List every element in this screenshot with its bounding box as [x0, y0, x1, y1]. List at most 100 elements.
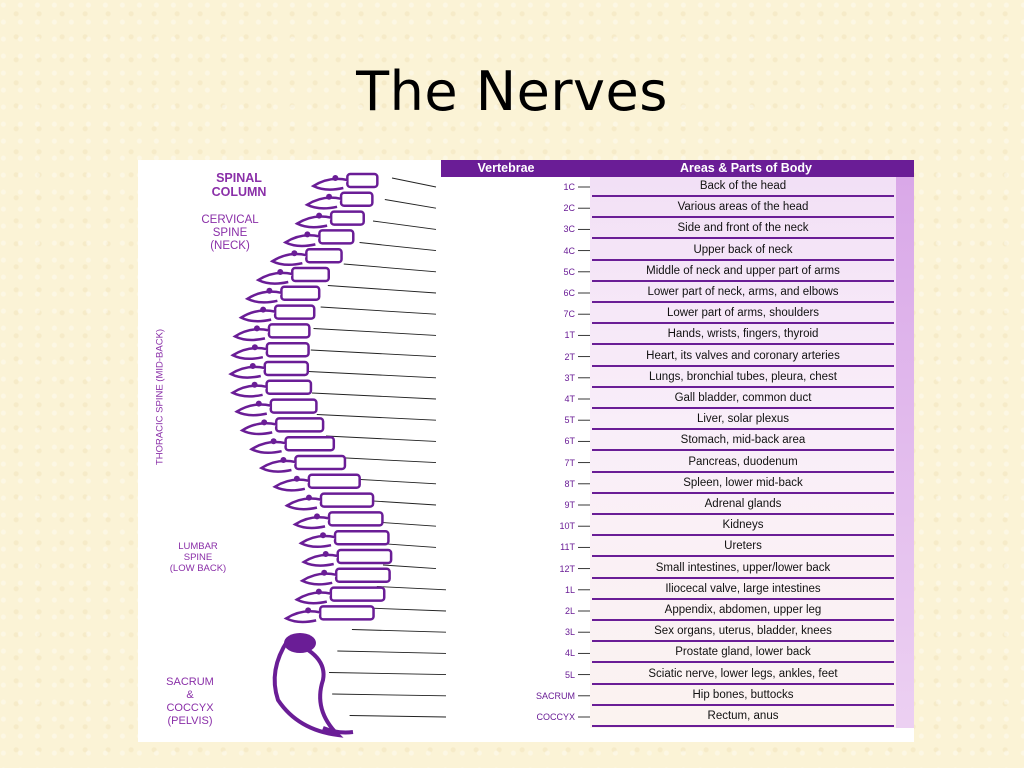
- nerve-connector-line: [391, 177, 437, 188]
- spinal-column-label-line: COLUMN: [211, 185, 267, 199]
- table-row: Upper back of neck: [592, 241, 894, 261]
- spinous-process: [228, 365, 266, 379]
- vertebra-label: 1C: [563, 182, 575, 192]
- vertebra-label: 1L: [564, 584, 575, 595]
- vertebra-label: 11T: [560, 542, 575, 553]
- table-row: Prostate gland, lower back: [592, 643, 894, 664]
- table-row: Side and front of the neck: [592, 219, 894, 240]
- spinous-process: [230, 346, 268, 361]
- facet-joint: [277, 269, 284, 275]
- spinous-process: [249, 440, 286, 455]
- nerve-connector-line: [332, 693, 447, 697]
- spinous-process: [232, 328, 270, 342]
- vertebral-body: [318, 229, 355, 245]
- table-row: Adrenal glands: [592, 495, 894, 515]
- facet-joint: [255, 400, 262, 407]
- cervical-label-line: CERVICAL: [201, 214, 259, 226]
- slide-title: The Nerves: [356, 60, 668, 123]
- spinous-process: [294, 591, 332, 605]
- facet-joint: [291, 250, 298, 257]
- vertebra-label: 4T: [564, 394, 575, 404]
- vertebra-label: COCCYX: [536, 712, 575, 722]
- table-row: Heart, its valves and coronary arteries: [592, 347, 894, 367]
- vertebra-label: 5L: [564, 669, 575, 680]
- vertebra-label: 7C: [563, 309, 575, 320]
- vertebral-body: [267, 323, 311, 339]
- nerve-connector-line: [310, 349, 437, 358]
- vertebra-label: 5C: [563, 266, 575, 277]
- table-row: Ureters: [592, 537, 894, 558]
- vertebrae-column-header: Vertebrae: [477, 161, 535, 175]
- vertebra-label: 9T: [564, 500, 575, 510]
- vertebral-body: [333, 529, 390, 546]
- vertebral-body: [291, 266, 330, 283]
- sacrum-coccyx-label: SACRUM & COCCYX (PELVIS): [146, 676, 234, 728]
- nerve-connector-line: [367, 607, 447, 612]
- vertebral-body: [265, 379, 313, 396]
- vertebra-label: 3L: [564, 627, 575, 638]
- sacral-foramen: [284, 633, 316, 653]
- spinous-process: [255, 271, 293, 285]
- cervical-spine-label: CERVICAL SPINE (NECK): [178, 214, 282, 253]
- vertebral-body: [273, 304, 316, 320]
- vertebra-label: 2T: [564, 351, 575, 362]
- table-row: Liver, solar plexus: [592, 410, 894, 431]
- nerve-connector-line: [316, 414, 437, 421]
- nerve-connector-line: [379, 543, 437, 548]
- facet-joint: [266, 287, 273, 294]
- facet-joint: [314, 513, 321, 520]
- table-body: [590, 177, 914, 728]
- nerve-connector-line: [329, 672, 447, 676]
- vertebral-body: [294, 454, 347, 471]
- nerve-connector-line: [311, 392, 437, 400]
- facet-joint: [315, 588, 322, 595]
- nerve-connector-line: [384, 199, 437, 209]
- facet-joint: [304, 231, 311, 238]
- sacrum-label-line: (PELVIS): [167, 715, 213, 727]
- nerve-connector-line: [325, 435, 437, 442]
- cervical-label-line: (NECK): [210, 240, 250, 252]
- facet-joint: [251, 344, 258, 351]
- spinal-nerve-chart: SPINAL COLUMN CERVICAL SPINE (NECK) THOR…: [138, 160, 914, 742]
- spinous-process: [310, 177, 348, 191]
- vertebra-label: 7T: [564, 457, 575, 468]
- vertebra-label: 12T: [559, 563, 575, 574]
- table-row: Hip bones, buttocks: [592, 686, 894, 706]
- table-row: Iliocecal valve, large intestines: [592, 580, 894, 600]
- table-row: Pancreas, duodenum: [592, 453, 894, 473]
- vertebral-body: [307, 473, 361, 490]
- vertebral-body: [339, 191, 374, 208]
- nerve-connector-line: [382, 564, 437, 570]
- spinous-process: [244, 290, 282, 304]
- table-row: Sciatic nerve, lower legs, ankles, feet: [592, 665, 894, 685]
- vertebra-label: 5T: [564, 415, 575, 426]
- table-row: Small intestines, upper/lower back: [592, 559, 894, 579]
- facet-joint: [251, 381, 258, 388]
- vertebra-label: 1T: [564, 330, 575, 341]
- lumbar-spine-label: LUMBAR SPINE (LOW BACK): [150, 541, 246, 574]
- facet-joint: [305, 607, 312, 614]
- spinous-process: [292, 516, 330, 530]
- nerve-connector-line: [359, 242, 437, 252]
- vertebra-label: SACRUM: [535, 690, 575, 701]
- spinous-process: [258, 459, 296, 473]
- table-header-bar: [441, 160, 914, 177]
- spinous-process: [239, 422, 277, 436]
- spinous-process: [284, 497, 322, 511]
- table-row: Middle of neck and upper part of arms: [592, 262, 894, 282]
- table-row: Lower part of neck, arms, and elbows: [592, 283, 894, 303]
- table-row: Various areas of the head: [592, 198, 894, 219]
- nerve-connector-line: [313, 328, 437, 336]
- vertebral-body: [319, 492, 375, 508]
- nerve-connector-line: [327, 285, 437, 294]
- vertebral-body: [280, 285, 321, 302]
- spinous-process: [283, 610, 321, 624]
- spinous-process: [238, 309, 276, 323]
- spinal-column-label: SPINAL COLUMN: [184, 171, 294, 199]
- nerve-connector-line: [336, 457, 437, 464]
- lumbar-label-line: (LOW BACK): [169, 563, 227, 574]
- spinous-process: [272, 478, 310, 492]
- vertebral-body: [318, 605, 375, 621]
- nerve-connector-line: [365, 500, 437, 506]
- vertebral-body: [265, 341, 310, 358]
